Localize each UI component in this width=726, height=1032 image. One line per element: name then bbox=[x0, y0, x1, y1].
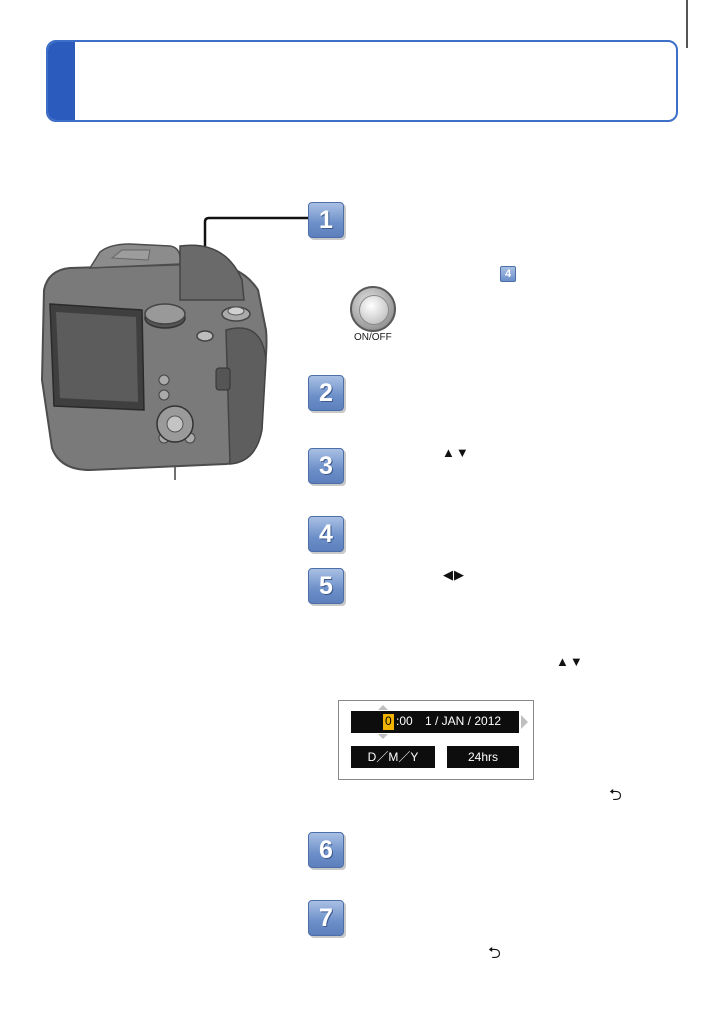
step-badge-6: 6 bbox=[308, 832, 344, 868]
left-right-arrow-icon: ◀▶ bbox=[443, 567, 465, 582]
hour-field: 0 bbox=[383, 714, 394, 730]
chevron-right-icon bbox=[521, 715, 528, 729]
date-format-option: D／M／Y bbox=[351, 746, 435, 768]
step-badge-1: 1 bbox=[308, 202, 344, 238]
step-badge-7: 7 bbox=[308, 900, 344, 936]
back-arrow-icon: ⮌ bbox=[609, 787, 622, 804]
up-down-arrow-icon: ▲▼ bbox=[442, 445, 470, 460]
power-leader-line bbox=[203, 216, 313, 332]
step-badge-4: 4 bbox=[308, 516, 344, 552]
section-header bbox=[46, 40, 678, 122]
step-badge-5: 5 bbox=[308, 568, 344, 604]
power-button-label: ON/OFF bbox=[354, 332, 392, 343]
up-down-arrow-icon-2: ▲▼ bbox=[556, 654, 584, 669]
time-format-option: 24hrs bbox=[447, 746, 519, 768]
date-setting-screen: 0 :00 1 / JAN / 2012 D／M／Y 24hrs bbox=[338, 700, 534, 780]
header-accent-bar bbox=[48, 42, 75, 120]
step-badge-3: 3 bbox=[308, 448, 344, 484]
date-field: 1 / JAN / 2012 bbox=[425, 714, 502, 728]
page-edge-rule bbox=[686, 0, 688, 48]
date-time-bar: 0 :00 1 / JAN / 2012 bbox=[351, 711, 519, 733]
back-arrow-icon-2: ⮌ bbox=[488, 945, 501, 962]
step-ref-badge: 4 bbox=[500, 266, 516, 282]
field-spin-arrows-icon bbox=[378, 705, 388, 739]
camera-illustration bbox=[40, 216, 313, 480]
power-button-icon bbox=[350, 286, 396, 332]
minute-field: :00 bbox=[396, 714, 413, 728]
step-badge-2: 2 bbox=[308, 375, 344, 411]
